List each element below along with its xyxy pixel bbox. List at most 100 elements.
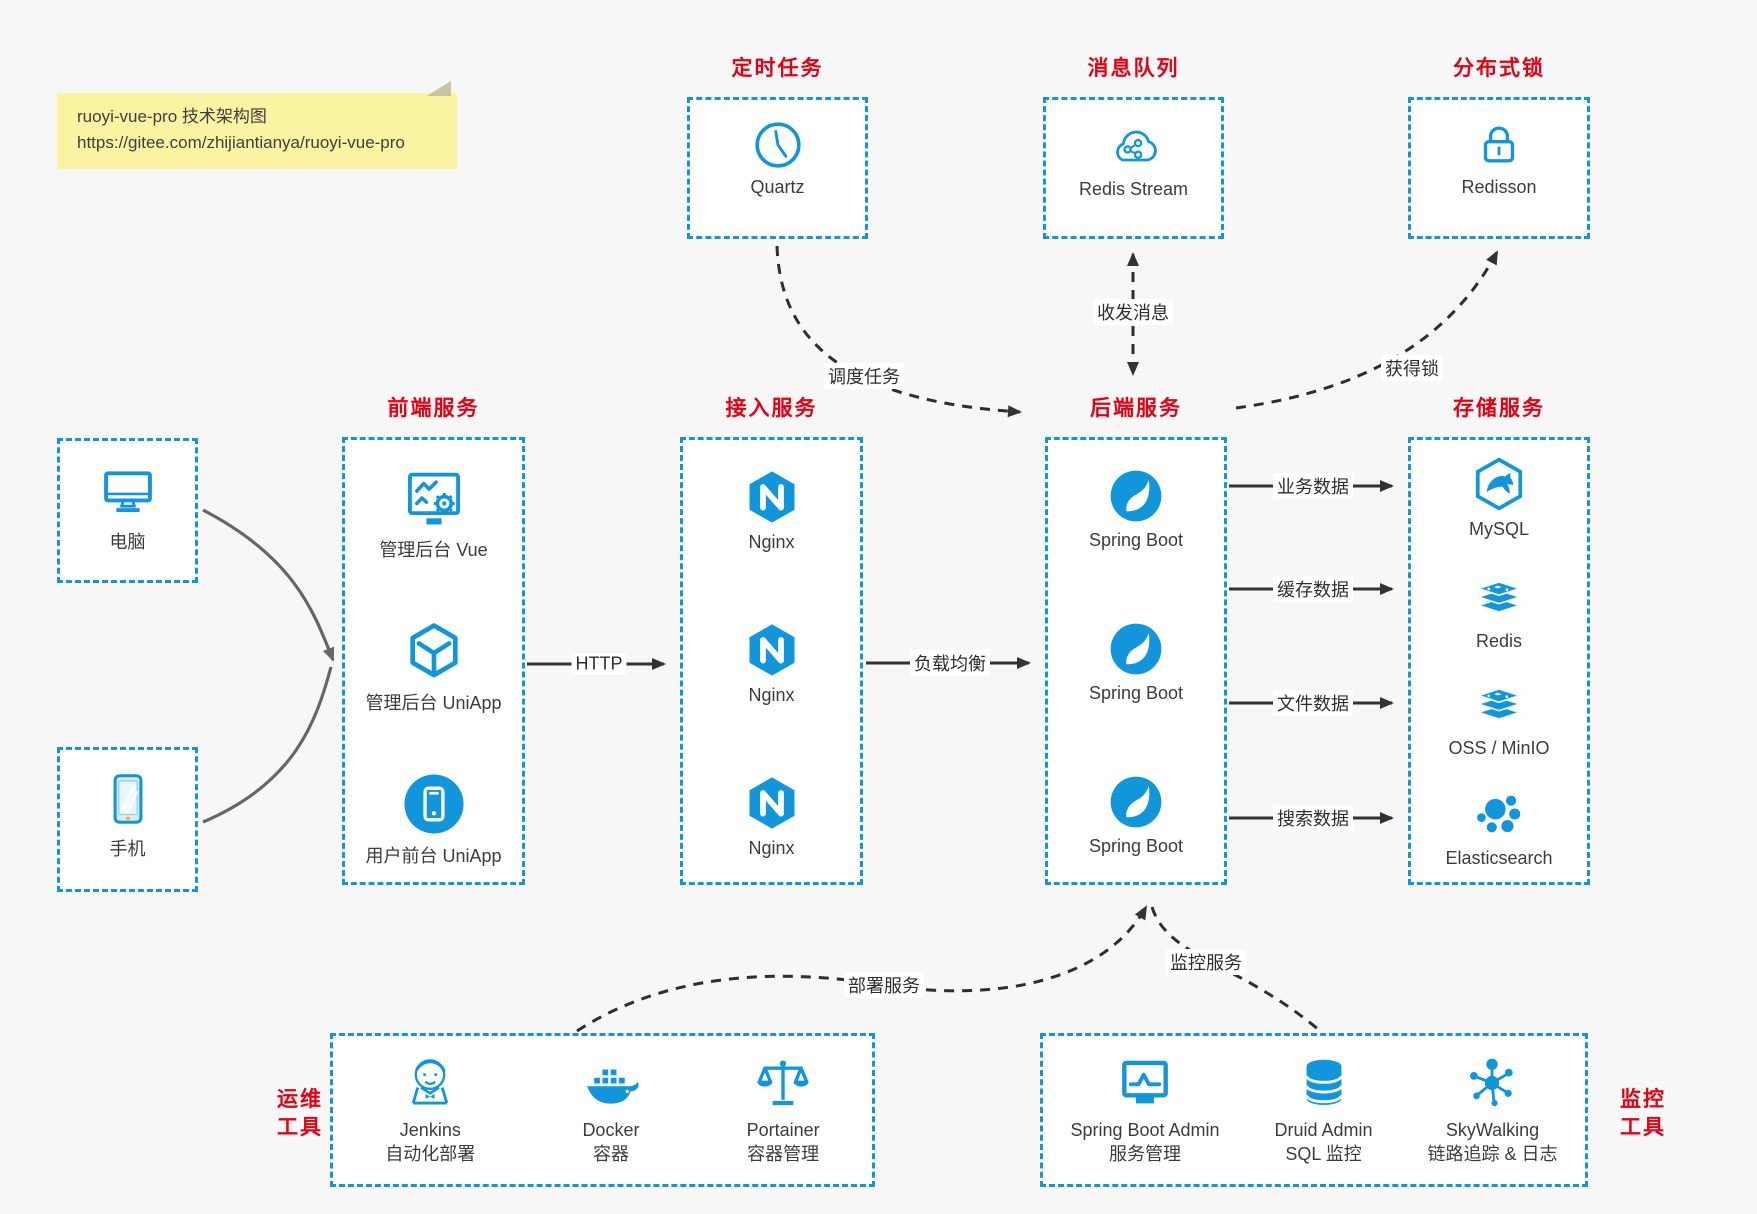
node-label: Quartz [750, 177, 805, 197]
jenkins-icon [399, 1052, 461, 1114]
mysql-icon [1469, 454, 1529, 514]
edge-label-deploy-service: 部署服务 [844, 972, 924, 998]
edge-label-monitor-service: 监控服务 [1166, 949, 1246, 975]
node-label: Nginx [748, 532, 795, 552]
node-docker: Docker 容器 [580, 1052, 642, 1166]
node-elasticsearch: Elasticsearch [1411, 785, 1587, 869]
node-mysql: MySQL [1411, 454, 1587, 540]
docker-icon [580, 1052, 642, 1114]
note-fold-corner [427, 81, 451, 96]
sticky-note: ruoyi-vue-pro 技术架构图 https://gitee.com/zh… [57, 81, 457, 169]
group-title-ops-tools: 运维 工具 [277, 1088, 323, 1139]
group-monitor-tools: Spring Boot Admin 服务管理 Druid Admin SQL 监… [1040, 1033, 1588, 1187]
group-title-access: 接入服务 [725, 397, 818, 420]
node-sublabel: 容器管理 [747, 1144, 820, 1164]
node-label: 电脑 [109, 532, 146, 552]
group-distributed-lock: Redisson [1408, 97, 1590, 239]
client-desktop: 电脑 [57, 438, 198, 583]
group-scheduled-tasks: Quartz [687, 97, 868, 239]
node-label: Spring Boot [1088, 836, 1184, 856]
group-title-scheduled-tasks: 定时任务 [731, 57, 824, 80]
group-storage-services: MySQL Redis [1408, 437, 1590, 885]
node-label: Spring Boot [1088, 683, 1184, 703]
oss-stack-icon [1470, 675, 1528, 733]
edge-label-cache-data: 缓存数据 [1273, 576, 1353, 602]
node-admin-vue: 管理后台 Vue [345, 465, 522, 562]
node-sublabel: 服务管理 [1109, 1144, 1182, 1164]
node-label: SkyWalking [1445, 1120, 1540, 1140]
node-label: Spring Boot Admin [1070, 1120, 1220, 1140]
nginx-icon [742, 773, 802, 833]
admin-vue-icon [401, 465, 467, 531]
node-sublabel: 链路追踪 & 日志 [1427, 1144, 1558, 1164]
group-frontend-services: 管理后台 Vue 管理后台 UniApp 用户前台 UniApp [342, 437, 525, 885]
edge-label-business-data: 业务数据 [1273, 473, 1353, 499]
desktop-icon [97, 461, 159, 523]
node-nginx-3: Nginx [683, 773, 860, 859]
node-sublabel: 自动化部署 [385, 1144, 476, 1164]
spring-boot-icon [1107, 773, 1165, 831]
elasticsearch-icon [1470, 785, 1528, 843]
node-admin-uniapp: 管理后台 UniApp [345, 618, 522, 715]
edge-label-load-balance: 负载均衡 [910, 650, 990, 676]
node-spring-boot-admin: Spring Boot Admin 服务管理 [1070, 1052, 1220, 1166]
node-spring-boot-2: Spring Boot [1048, 620, 1224, 704]
uniapp-cube-icon [401, 618, 467, 684]
node-spring-boot-3: Spring Boot [1048, 773, 1224, 857]
note-url: https://gitee.com/zhijiantianya/ruoyi-vu… [77, 133, 405, 152]
node-label: Nginx [748, 685, 795, 705]
node-label: OSS / MinIO [1448, 738, 1550, 758]
node-label: Elasticsearch [1445, 848, 1553, 868]
client-mobile: 手机 [57, 747, 198, 892]
group-title-message-queue: 消息队列 [1087, 57, 1180, 80]
spring-boot-admin-icon [1114, 1052, 1176, 1114]
node-jenkins: Jenkins 自动化部署 [385, 1052, 475, 1166]
mobile-icon [97, 768, 159, 830]
group-title-frontend: 前端服务 [387, 397, 480, 420]
node-sublabel: 容器 [592, 1144, 629, 1164]
node-label: Redis Stream [1078, 179, 1189, 199]
lock-icon [1472, 118, 1526, 172]
node-label: MySQL [1468, 519, 1529, 539]
spring-boot-icon [1107, 467, 1165, 525]
nginx-icon [742, 467, 802, 527]
node-skywalking: SkyWalking 链路追踪 & 日志 [1427, 1052, 1558, 1166]
node-label: Redis [1475, 631, 1523, 651]
portainer-icon [752, 1052, 814, 1114]
note-title: ruoyi-vue-pro 技术架构图 [77, 107, 267, 126]
node-nginx-2: Nginx [683, 620, 860, 706]
node-portainer: Portainer 容器管理 [747, 1052, 820, 1166]
node-label: Spring Boot [1088, 530, 1184, 550]
edge-label-file-data: 文件数据 [1273, 690, 1353, 716]
cloud-share-icon [1106, 118, 1162, 174]
node-label: Druid Admin [1274, 1120, 1373, 1140]
edge-label-search-data: 搜索数据 [1273, 805, 1353, 831]
node-sublabel: SQL 监控 [1285, 1144, 1362, 1164]
group-ops-tools: Jenkins 自动化部署 [330, 1033, 875, 1187]
redis-stack-icon [1470, 568, 1528, 626]
node-label: 用户前台 UniApp [365, 846, 502, 866]
group-backend-services: Spring Boot Spring Boot Spring Boot [1045, 437, 1227, 885]
edge-label-acquire-lock: 获得锁 [1381, 355, 1443, 381]
node-label: 管理后台 Vue [379, 540, 488, 560]
skywalking-icon [1461, 1052, 1523, 1114]
node-druid-admin: Druid Admin SQL 监控 [1275, 1052, 1373, 1166]
clock-icon [751, 118, 805, 172]
node-label: Nginx [748, 838, 795, 858]
node-label: Docker [582, 1120, 640, 1140]
node-redis: Redis [1411, 568, 1587, 652]
group-access-services: Nginx Nginx Nginx [680, 437, 863, 885]
edge-label-schedule-task: 调度任务 [824, 363, 904, 389]
node-nginx-1: Nginx [683, 467, 860, 553]
node-label: 管理后台 UniApp [365, 693, 502, 713]
group-title-backend: 后端服务 [1090, 397, 1182, 420]
node-label: Redisson [1461, 177, 1537, 197]
node-spring-boot-1: Spring Boot [1048, 467, 1224, 551]
node-oss-minio: OSS / MinIO [1411, 675, 1587, 759]
nginx-icon [742, 620, 802, 680]
edge-label-send-receive-message: 收发消息 [1093, 299, 1173, 325]
node-label: 手机 [109, 839, 146, 859]
node-label: Portainer [746, 1120, 820, 1140]
node-label: Jenkins [399, 1120, 461, 1140]
